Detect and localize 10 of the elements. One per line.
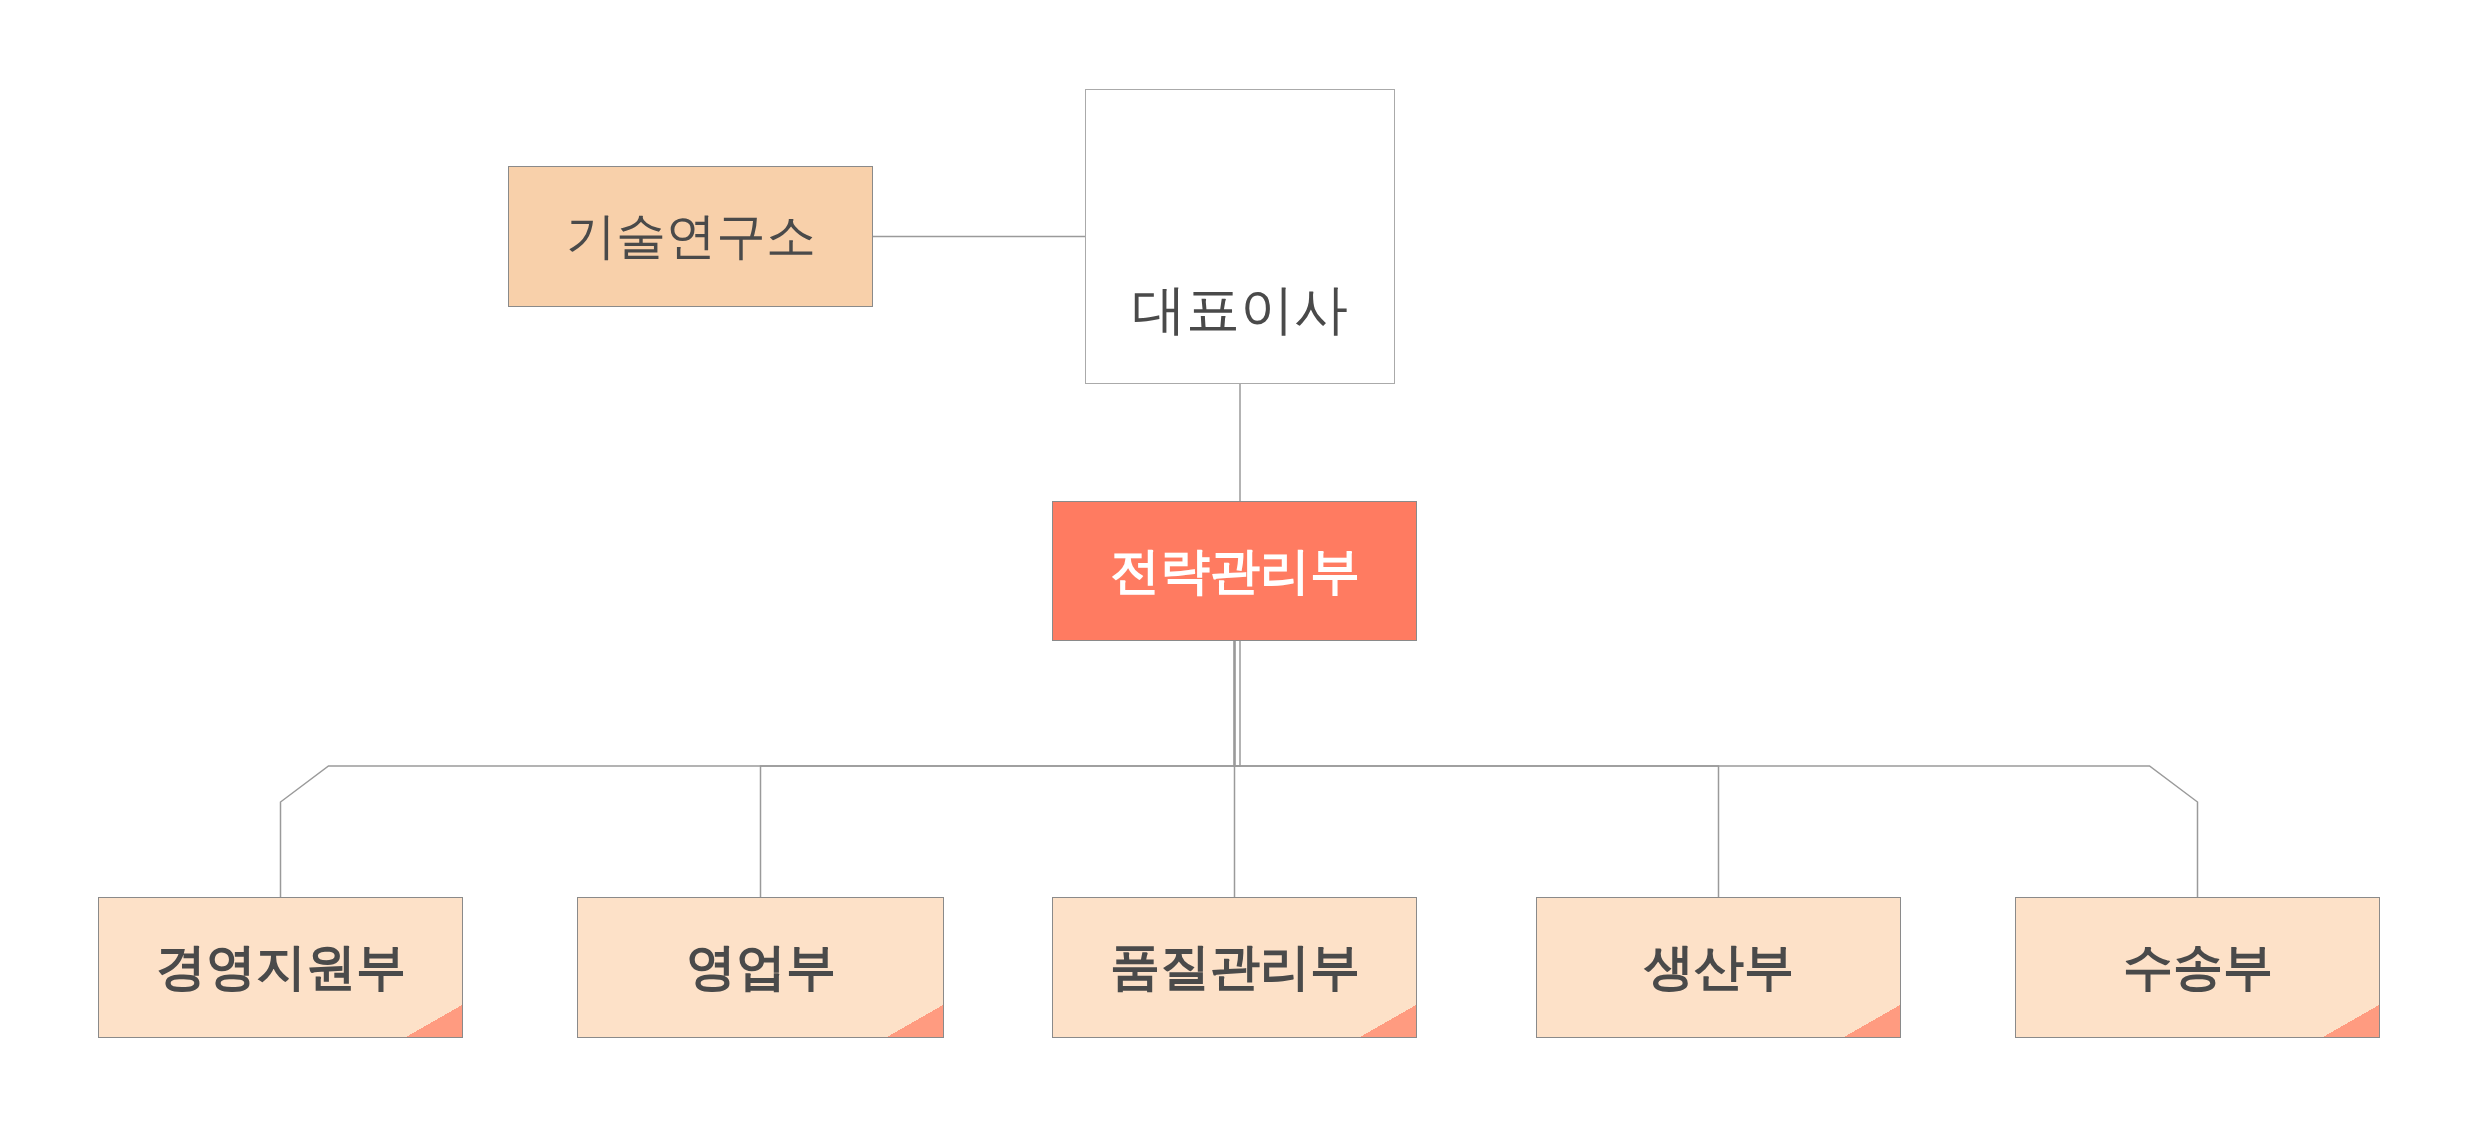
- department-box: 수송부: [2015, 897, 2380, 1038]
- department-box: 영업부: [577, 897, 944, 1038]
- lab-box: 기술연구소: [508, 166, 873, 307]
- executive-box: 대표이사: [1085, 89, 1395, 384]
- department-box: 경영지원부: [98, 897, 463, 1038]
- department-box: 품질관리부: [1052, 897, 1417, 1038]
- department-box: 전략관리부: [1052, 501, 1417, 641]
- connector-line: [872, 235, 1086, 238]
- department-box: 생산부: [1536, 897, 1901, 1038]
- connector-line: [1233, 640, 2199, 898]
